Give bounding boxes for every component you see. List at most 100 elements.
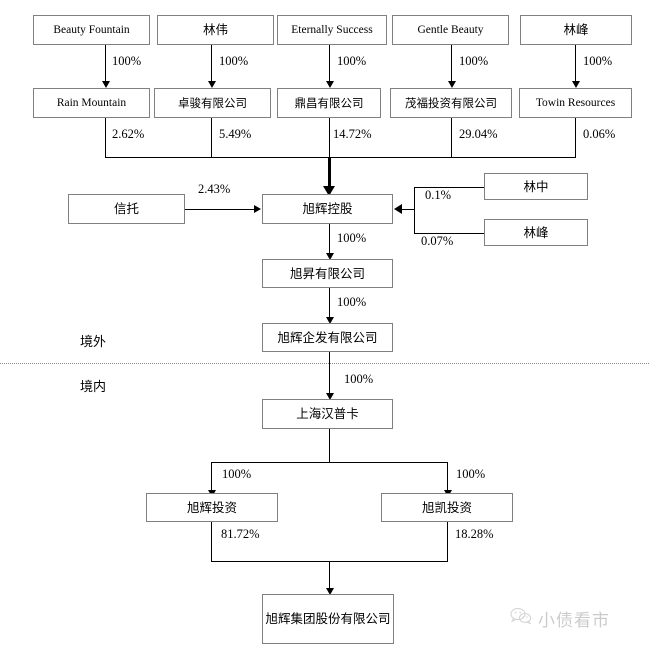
edge-line-rain-mountain-bus bbox=[105, 118, 106, 158]
node-label: 旭辉集团股份有限公司 bbox=[265, 611, 391, 626]
node-shanghai-hanpuka: 上海汉普卡 bbox=[262, 399, 393, 429]
wechat-icon bbox=[510, 607, 532, 630]
arrow-head-down bbox=[572, 81, 580, 88]
edge-label-eternally-dingchang: 100% bbox=[337, 54, 367, 68]
edge-line-maofu-bus bbox=[451, 118, 452, 158]
edge-label-lin-zhong-holdings: 0.1% bbox=[425, 188, 452, 202]
edge-label-holdings-xusheng: 100% bbox=[337, 231, 367, 245]
node-label: 林伟 bbox=[202, 22, 228, 37]
node-beauty-fountain: Beauty Fountain bbox=[33, 15, 150, 45]
edge-line-hanpuka-stem bbox=[329, 429, 330, 463]
node-cifi-investment: 旭辉投资 bbox=[146, 493, 278, 522]
edge-label-gentle-beauty-maofu: 100% bbox=[459, 54, 489, 68]
edge-line-gentle-beauty-maofu bbox=[451, 45, 452, 82]
edge-label-zhuojun-holdings: 5.49% bbox=[219, 127, 252, 141]
edge-label-xusheng-qifa: 100% bbox=[337, 295, 367, 309]
edge-line-hanpuka-xukai-investment bbox=[447, 462, 448, 491]
node-label: 林中 bbox=[523, 178, 549, 194]
node-label: 旭辉控股 bbox=[302, 201, 353, 216]
node-label: Towin Resources bbox=[535, 96, 616, 109]
zone-label-onshore: 境内 bbox=[80, 380, 107, 395]
edge-line-lin-wei-zhuojun bbox=[211, 45, 212, 82]
node-label: 旭辉企发有限公司 bbox=[277, 329, 378, 345]
edge-label-qifa-hanpuka: 100% bbox=[344, 372, 374, 386]
edge-bus-horizontal bbox=[105, 157, 576, 158]
edge-line-right-bus bbox=[414, 187, 415, 234]
node-dingchang: 鼎昌有限公司 bbox=[277, 88, 381, 118]
node-label: 林峰 bbox=[523, 224, 549, 240]
edge-label-cifi-investment-group: 81.72% bbox=[221, 527, 260, 541]
edge-label-xukai-investment-group: 18.28% bbox=[455, 527, 494, 541]
edge-line-zhuojun-bus bbox=[211, 118, 212, 158]
edge-label-rain-mountain-holdings: 2.62% bbox=[112, 127, 145, 141]
arrow-head-right bbox=[254, 205, 261, 213]
node-eternally-success: Eternally Success bbox=[277, 15, 387, 45]
edge-label-lin-wei-zhuojun: 100% bbox=[219, 54, 249, 68]
node-lin-zhong: 林中 bbox=[484, 173, 588, 200]
node-label: 茂福投资有限公司 bbox=[405, 95, 497, 110]
node-lin-feng-top: 林峰 bbox=[520, 15, 632, 45]
arrow-head-left bbox=[394, 204, 402, 214]
edge-line-towin-bus bbox=[575, 118, 576, 158]
edge-line-eternally-dingchang bbox=[329, 45, 330, 82]
node-label: Eternally Success bbox=[291, 23, 373, 36]
edge-label-dingchang-holdings: 14.72% bbox=[333, 127, 372, 141]
zone-label-offshore: 境外 bbox=[80, 335, 107, 350]
arrow-head-down bbox=[448, 81, 456, 88]
arrow-head-down bbox=[326, 81, 334, 88]
node-label: 鼎昌有限公司 bbox=[294, 95, 364, 110]
arrow-head-down bbox=[326, 393, 334, 400]
node-lin-wei-top: 林伟 bbox=[157, 15, 274, 45]
node-label: Rain Mountain bbox=[56, 96, 127, 109]
node-rain-mountain: Rain Mountain bbox=[33, 88, 150, 118]
arrow-head-down bbox=[326, 317, 334, 324]
node-label: 旭凯投资 bbox=[421, 499, 472, 515]
node-maofu: 茂福投资有限公司 bbox=[390, 88, 512, 118]
node-label: 上海汉普卡 bbox=[296, 406, 359, 421]
node-cifi-holdings: 旭辉控股 bbox=[262, 194, 393, 224]
node-gentle-beauty: Gentle Beauty bbox=[392, 15, 509, 45]
edge-label-beauty-fountain-rain-mountain: 100% bbox=[112, 54, 142, 68]
edge-label-towin-holdings: 0.06% bbox=[583, 127, 616, 141]
edge-label-lin-feng-side-holdings: 0.07% bbox=[421, 234, 454, 248]
edge-line-cifi-investment-merge bbox=[211, 522, 212, 562]
node-towin-resources: Towin Resources bbox=[519, 88, 632, 118]
edge-line-qifa-hanpuka bbox=[329, 352, 330, 394]
edge-label-lin-feng-towin: 100% bbox=[583, 54, 613, 68]
edge-line-lin-feng-side-join bbox=[414, 233, 484, 234]
edge-line-xusheng-qifa bbox=[329, 288, 330, 318]
node-cifi-qifa: 旭辉企发有限公司 bbox=[262, 323, 393, 352]
node-trust: 信托 bbox=[68, 194, 185, 224]
arrow-head-down bbox=[102, 81, 110, 88]
edge-line-lin-feng-towin bbox=[575, 45, 576, 82]
node-label: Gentle Beauty bbox=[417, 23, 484, 36]
arrow-head-down bbox=[323, 186, 335, 196]
edge-line-beauty-fountain-rain-mountain bbox=[105, 45, 106, 82]
offshore-onshore-divider bbox=[0, 363, 649, 364]
arrow-head-down bbox=[208, 81, 216, 88]
edge-label-trust-holdings: 2.43% bbox=[198, 182, 231, 196]
node-zhuojun: 卓骏有限公司 bbox=[154, 88, 271, 118]
edge-line-bus-holdings bbox=[328, 157, 331, 188]
node-cifi-group: 旭辉集团股份有限公司 bbox=[262, 594, 394, 644]
edge-line-hanpuka-cifi-investment bbox=[211, 462, 212, 491]
arrow-head-down bbox=[326, 253, 334, 260]
node-label: Beauty Fountain bbox=[53, 23, 130, 36]
edge-line-xukai-investment-merge bbox=[447, 522, 448, 562]
arrow-head-down bbox=[326, 588, 334, 595]
edge-line-trust-holdings bbox=[185, 209, 255, 210]
node-label: 旭昇有限公司 bbox=[289, 265, 365, 281]
node-label: 卓骏有限公司 bbox=[178, 95, 247, 110]
edge-split-hanpuka bbox=[211, 462, 448, 463]
edge-label-hanpuka-cifi-investment: 100% bbox=[222, 467, 252, 481]
edge-line-right-bus-holdings bbox=[401, 209, 415, 210]
edge-line-merge-group bbox=[329, 561, 330, 589]
node-lin-feng-side: 林峰 bbox=[484, 219, 588, 246]
edge-label-hanpuka-xukai-investment: 100% bbox=[456, 467, 486, 481]
watermark-text: 小债看市 bbox=[538, 611, 610, 631]
node-label: 信托 bbox=[113, 201, 139, 216]
node-label: 旭辉投资 bbox=[186, 499, 237, 515]
edge-label-maofu-holdings: 29.04% bbox=[459, 127, 498, 141]
edge-line-dingchang-bus bbox=[329, 118, 330, 158]
